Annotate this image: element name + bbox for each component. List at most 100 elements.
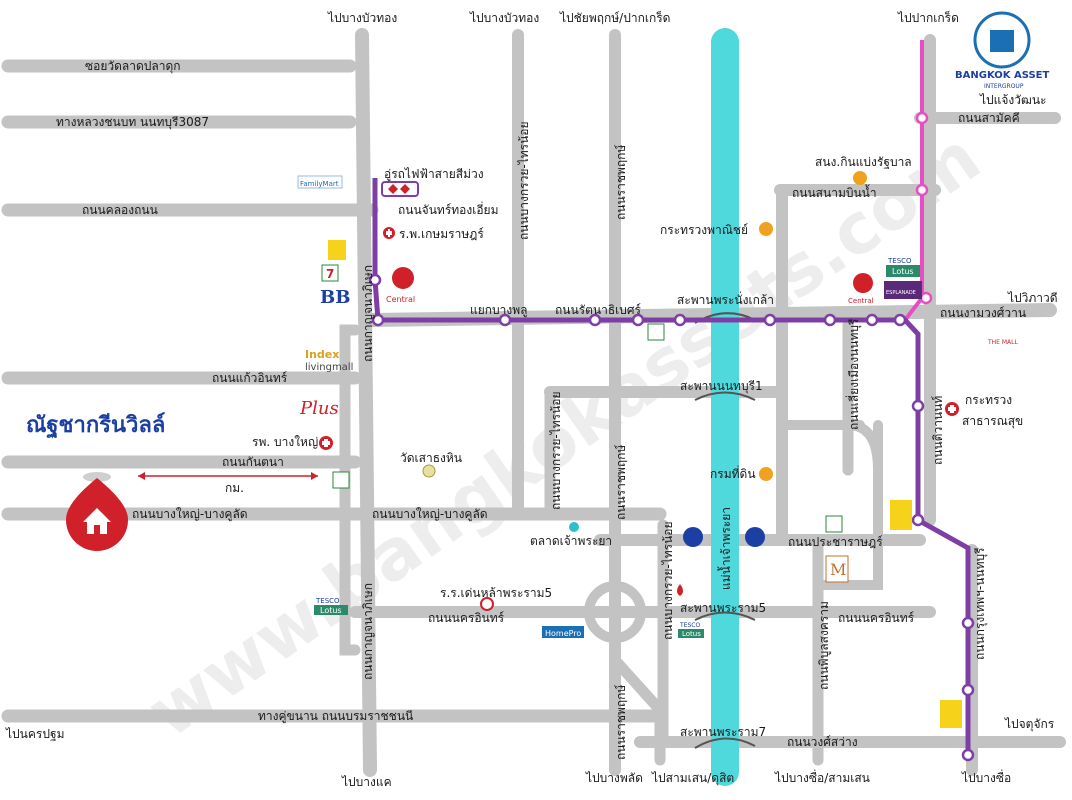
dir-changwattana: ไปแจ้งวัฒนะ bbox=[979, 93, 1047, 107]
dir-bot-2: ไปบางพลัด bbox=[585, 771, 643, 785]
tesco-lotus-logo-1: TESCO Lotus bbox=[314, 597, 348, 615]
road-network-vertical bbox=[339, 28, 978, 777]
label-tiwanon: ถนนติวานนท์ bbox=[931, 396, 945, 465]
road-curve-kanchana bbox=[339, 324, 361, 656]
dir-top-4: ไปปากเกร็ด bbox=[897, 10, 959, 25]
svg-text:Plus: Plus bbox=[299, 398, 339, 419]
label-khlong-thanon: ถนนคลองถนน bbox=[82, 203, 158, 217]
label-kaeo-in: ถนนแก้วอินทร์ bbox=[212, 371, 288, 385]
station-rattanathibet-5 bbox=[823, 313, 837, 327]
station-rattanathibet-3 bbox=[673, 313, 687, 327]
label-bangyai-1: ถนนบางใหญ่-บางคูลัด bbox=[132, 507, 248, 522]
svg-text:Index: Index bbox=[305, 348, 339, 361]
road-curve-liang bbox=[817, 420, 883, 590]
river-label: แม่น้ำเจ้าพระยา bbox=[717, 507, 733, 590]
health-ministry-icon bbox=[945, 402, 959, 416]
depot-icon bbox=[381, 181, 419, 197]
label-chanthong: ถนนจันทร์ทองเอี่ยม bbox=[398, 201, 499, 217]
svg-text:BANGKOK ASSET: BANGKOK ASSET bbox=[955, 70, 1049, 81]
svg-text:Central: Central bbox=[386, 295, 415, 304]
label-bridge-rama7: สะพานพระราม7 bbox=[680, 725, 766, 739]
dir-bot-4: ไปบางซื่อ/สามเสน bbox=[774, 769, 870, 785]
station-kanchanaphisek bbox=[371, 313, 385, 327]
station-interchange bbox=[893, 313, 907, 327]
label-depot: อู่รถไฟฟ้าสายสีม่วง bbox=[384, 167, 484, 182]
roundabout bbox=[584, 581, 646, 643]
station-pink-interchange bbox=[919, 291, 933, 305]
label-nakhon-in-2: ถนนนครอินทร์ bbox=[838, 611, 915, 625]
station-tiwanon bbox=[911, 399, 925, 413]
central-logo-1: Central bbox=[386, 267, 415, 304]
road-curve-ratchaphruek bbox=[609, 654, 666, 766]
familymart-logo: FamilyMart bbox=[297, 175, 343, 189]
label-yaek-bangphlu: แยกบางพลู bbox=[470, 303, 528, 318]
label-phibun: ถนนพิบูลสงคราม bbox=[817, 601, 832, 690]
plus-mall-logo: Plus bbox=[299, 398, 339, 419]
project-title: ณัฐชากรีนวิลล์ bbox=[26, 412, 165, 439]
bigc-logo bbox=[328, 240, 962, 728]
label-boromratchachonnani: ทางคู่ขนาน ถนนบรมราชชนนี bbox=[258, 709, 413, 724]
dir-vibhavadi: ไปวิภาวดี bbox=[1007, 291, 1058, 305]
dir-bot-1: ไปบางแค bbox=[341, 775, 392, 789]
index-livingmall-logo: Index livingmall bbox=[305, 348, 353, 373]
label-bridge-phra-nang-klao: สะพานพระนั่งเกล้า bbox=[677, 291, 774, 307]
label-kanchanaphisek-1: ถนนกาญจนาภิเษก bbox=[361, 265, 375, 362]
label-ngamwongwan: ถนนงามวงศ์วาน bbox=[940, 306, 1026, 320]
label-ratchaphruek-1: ถนนราชพฤกษ์ bbox=[614, 144, 628, 220]
label-soi-wat-talat: ซอยวัดลาดปลาดุก bbox=[85, 59, 181, 74]
road-kanchanaphisek bbox=[355, 28, 377, 777]
tesco-lotus-logo-3: TESCO Lotus bbox=[678, 622, 704, 638]
temple-icon bbox=[422, 464, 436, 478]
label-market: ตลาดเจ้าพระยา bbox=[530, 534, 612, 548]
stations bbox=[368, 273, 975, 762]
school-icon bbox=[480, 597, 494, 611]
station-rattanathibet-2 bbox=[631, 313, 645, 327]
pier-icon-right bbox=[745, 527, 765, 547]
seven-eleven-logo: 7 bbox=[321, 264, 843, 533]
svg-text:BB: BB bbox=[320, 287, 350, 308]
svg-text:livingmall: livingmall bbox=[305, 362, 353, 373]
station-kr-3 bbox=[961, 683, 975, 697]
label-liang-mueang: ถนนเลี่ยงเมืองนนทบุรี bbox=[845, 318, 862, 430]
svg-text:M: M bbox=[830, 560, 846, 579]
dir-bot-3: ไปสามเสน/ดุสิต bbox=[651, 771, 734, 786]
station-rattanathibet-4 bbox=[763, 313, 777, 327]
svg-text:Central: Central bbox=[848, 297, 874, 305]
label-bangyai-2: ถนนบางใหญ่-บางคูลัด bbox=[372, 507, 488, 522]
svg-text:TESCO: TESCO bbox=[679, 622, 700, 629]
dir-chatuchak: ไปจตุจักร bbox=[1004, 717, 1055, 732]
label-health-2: สาธารณสุข bbox=[962, 414, 1023, 429]
label-bangkruai-sainoi-1: ถนนบางกรวย-ไทรน้อย bbox=[517, 121, 531, 240]
dir-bot-5: ไปบางซื่อ bbox=[961, 769, 1011, 785]
label-land-dept: กรมที่ดิน bbox=[710, 465, 756, 481]
station-sanam-bin-nam bbox=[915, 183, 929, 197]
label-rattanathibet: ถนนรัตนาธิเบศร์ bbox=[555, 303, 642, 317]
central-logo-2: Central bbox=[848, 273, 874, 305]
station-yaek-bangphlu bbox=[498, 313, 512, 327]
bangkok-asset-logo: BANGKOK ASSET INTERGROUP bbox=[955, 11, 1049, 90]
commerce-poi-icon bbox=[759, 222, 773, 236]
bb-logo: BB bbox=[320, 287, 350, 308]
label-health-1: กระทรวง bbox=[965, 393, 1012, 407]
svg-text:HomePro: HomePro bbox=[545, 629, 581, 638]
station-kr-4 bbox=[961, 748, 975, 762]
distance-label: กม. bbox=[225, 481, 244, 495]
label-bangyai-hospital: รพ. บางใหญ่ bbox=[252, 435, 318, 449]
svg-text:ESPLANADE: ESPLANADE bbox=[886, 290, 916, 296]
market-icon bbox=[569, 522, 579, 532]
bangyai-hospital-icon bbox=[319, 436, 333, 450]
label-bridge-rama5: สะพานพระราม5 bbox=[680, 601, 766, 615]
bridge-rama5-arc bbox=[694, 611, 756, 621]
svg-text:Lotus: Lotus bbox=[892, 267, 914, 276]
label-bangkruai-sainoi-3: ถนนบางกรวย-ไทรน้อย bbox=[661, 521, 675, 640]
svg-text:FamilyMart: FamilyMart bbox=[300, 180, 339, 188]
dir-nakhon-pathom: ไปนครปฐม bbox=[5, 727, 64, 741]
svg-text:Lotus: Lotus bbox=[682, 630, 701, 638]
land-dept-poi-icon bbox=[759, 467, 773, 481]
distance-arrow bbox=[138, 472, 318, 480]
station-changwattana bbox=[915, 111, 929, 125]
station-depot bbox=[368, 273, 382, 287]
svg-text:TESCO: TESCO bbox=[315, 597, 340, 605]
label-commerce: กระทรวงพาณิชย์ bbox=[660, 223, 748, 237]
